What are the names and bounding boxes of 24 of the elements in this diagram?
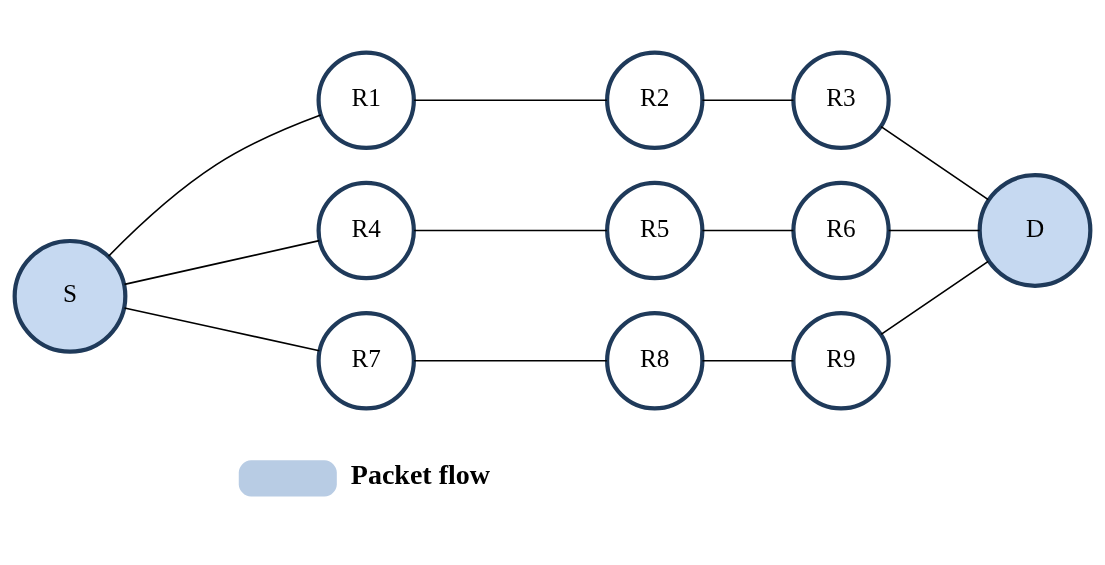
- node-circle: R9: [791, 310, 891, 410]
- connector: [413, 359, 608, 362]
- node-circle: R6: [791, 180, 891, 280]
- connector: [413, 98, 608, 101]
- node-circle: R3: [791, 50, 891, 150]
- connector: [701, 359, 795, 362]
- node-circle: R2: [605, 50, 705, 150]
- node-circle: D: [977, 172, 1093, 288]
- legend-label: Packet flow: [350, 458, 490, 490]
- node-circle: R1: [316, 50, 416, 150]
- connector: [107, 113, 322, 257]
- connector: [123, 306, 321, 352]
- connector: [880, 125, 990, 200]
- connector: [887, 229, 981, 231]
- node-circle: R5: [605, 180, 705, 280]
- connector: [413, 229, 608, 231]
- connector: [701, 98, 795, 101]
- connector: [123, 239, 321, 285]
- node-circle: R4: [316, 180, 416, 280]
- connector: [880, 260, 990, 335]
- node-circle: R8: [605, 310, 705, 410]
- node-circle: R7: [316, 310, 416, 410]
- connector: [701, 229, 795, 231]
- node-circle: S: [12, 238, 128, 354]
